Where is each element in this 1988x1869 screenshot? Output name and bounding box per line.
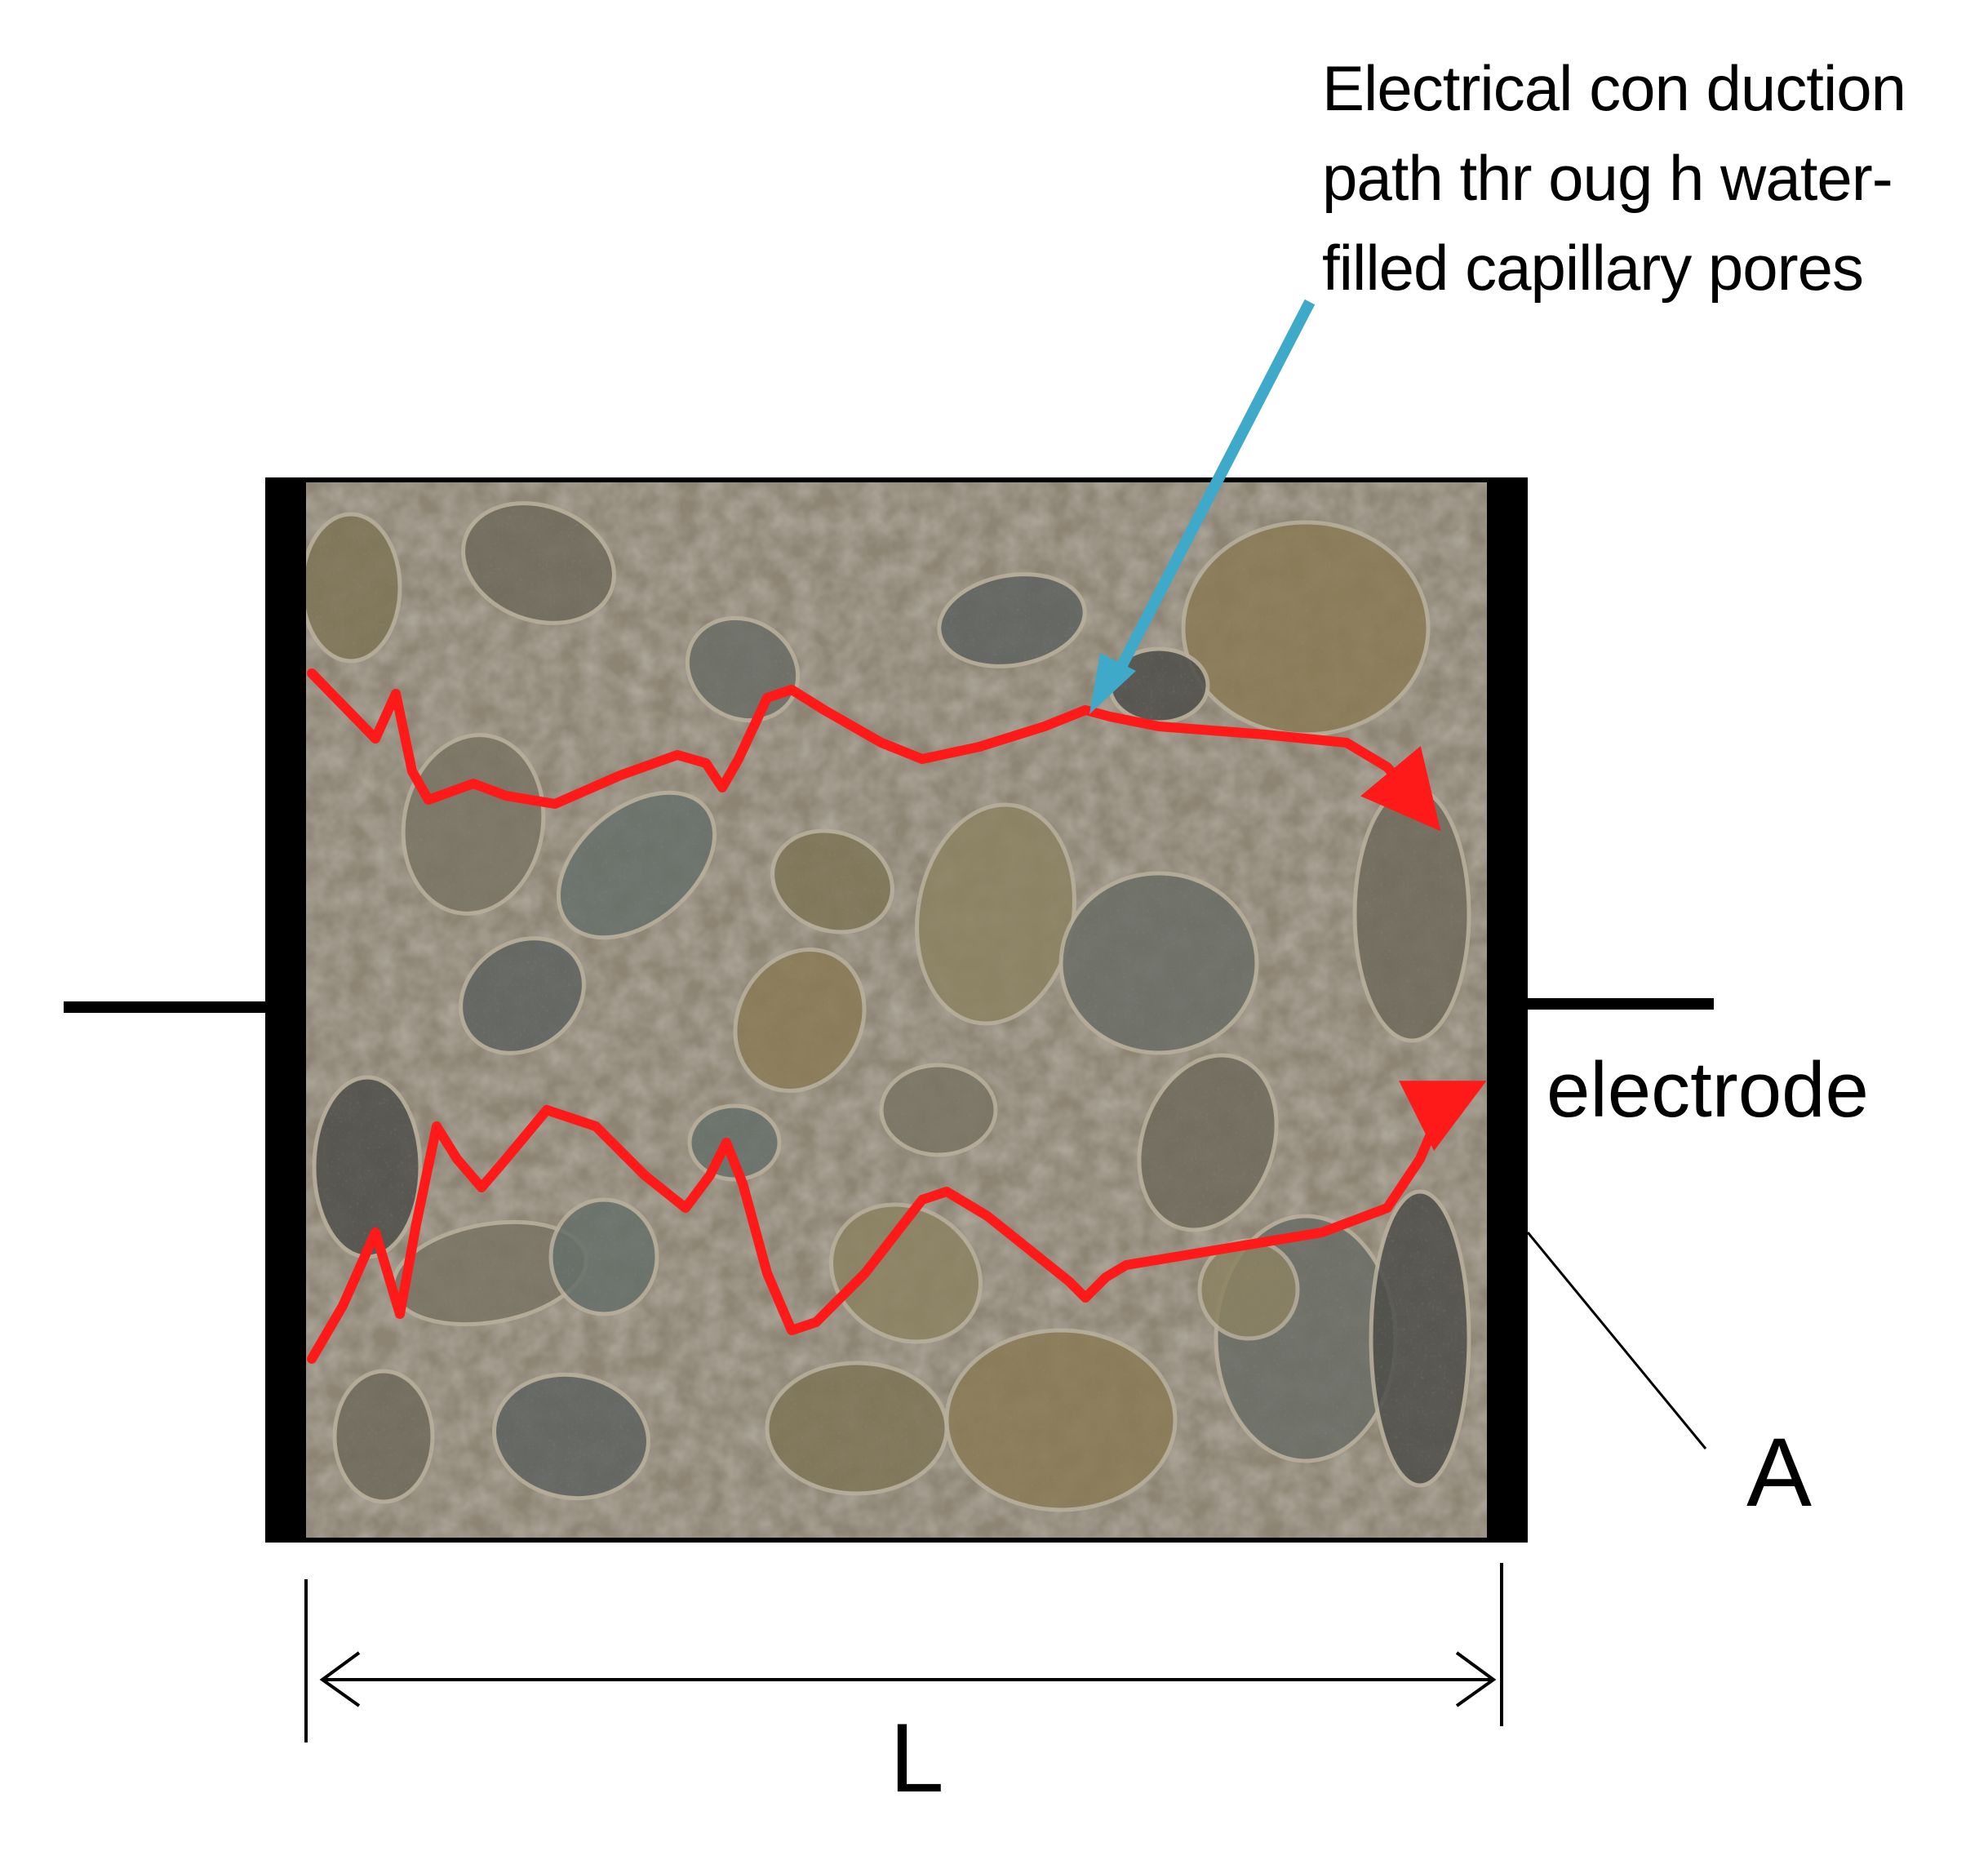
length-arrowhead-right [1455, 1651, 1497, 1707]
specimen-bottom-edge [265, 1538, 1528, 1543]
callout-arrow-shaft [1106, 299, 1316, 689]
right-electrode-plate [1487, 477, 1528, 1543]
concrete-specimen [302, 482, 1493, 1543]
specimen-top-edge [265, 477, 1528, 482]
length-label: L [890, 1703, 944, 1813]
callout-arrow-head [1089, 653, 1136, 714]
area-leader-line [1526, 1232, 1707, 1449]
conduction-path-upper [307, 668, 1441, 832]
callout-line-2: path thr oug h water- [1322, 142, 1893, 214]
callout-line-1: Electrical con duction [1322, 52, 1906, 124]
conduction-path-lower [307, 1081, 1487, 1364]
callout-line-3: filled capillary pores [1322, 232, 1863, 304]
length-arrowhead-left [319, 1651, 361, 1707]
electrode-label: electrode [1546, 1046, 1869, 1134]
left-electrode-plate [265, 477, 306, 1543]
area-label: A [1746, 1418, 1812, 1527]
